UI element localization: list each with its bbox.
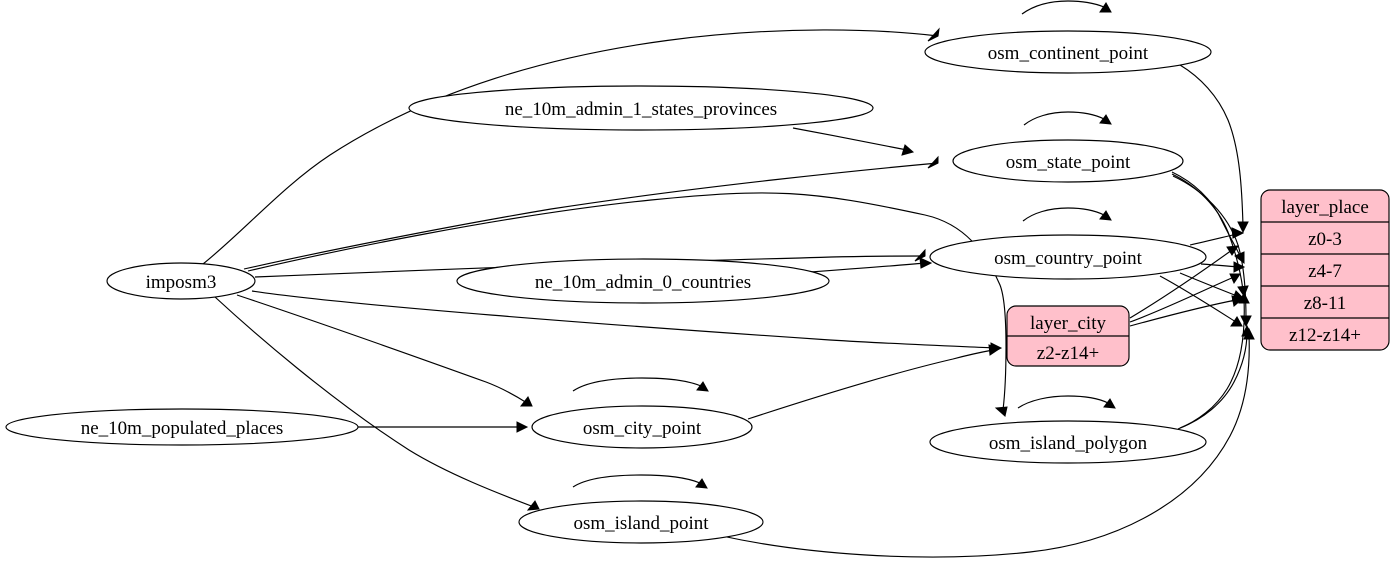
arrowhead [1231,227,1245,239]
edge-layer_city-to-layer_place-z8-11 [1129,299,1237,327]
node-osm_country_point[interactable]: osm_country_point [929,234,1207,280]
arrowhead [927,155,939,169]
node-label: ne_10m_populated_places [81,418,284,439]
arrowhead [1099,114,1112,125]
record-node-layer_city[interactable]: layer_city z2-z14+ [1006,305,1130,367]
node-label: osm_island_polygon [989,433,1148,454]
node-shape[interactable] [531,405,753,449]
edge-self-osm_island_point [572,474,701,488]
edge-osm_state_point-to-layer_place-z4-7 [1171,171,1242,259]
edge-imposm3-to-osm_city_point [236,294,528,404]
edge-osm_country_point-to-layer_place-z12-z14+ [1159,275,1237,323]
arrowhead [516,421,529,433]
node-ne_10m_admin_1_states_provinces[interactable]: ne_10m_admin_1_states_provinces [408,85,874,131]
edge-self-osm_state_point [1023,111,1105,126]
edge-osm_island_point-to-layer_place-z12-z14+ [721,334,1250,558]
edge-self-osm_country_point [1022,207,1105,222]
node-shape[interactable] [929,420,1207,464]
node-osm_island_polygon[interactable]: osm_island_polygon [929,420,1207,464]
node-label: osm_island_point [573,513,709,534]
edge-ne_10m_admin_0_countries-to-osm_country_point [809,262,926,273]
layer_place-row-z8-11[interactable]: z8-11 [1304,293,1347,314]
node-label: osm_country_point [994,248,1142,269]
arrowhead [1099,2,1112,13]
layer_place-row-z4-7[interactable]: z4-7 [1308,261,1342,282]
edge-imposm3-to-osm_island_polygon [247,192,1007,411]
edge-self-osm_city_point [572,377,702,392]
arrowhead [994,406,1008,417]
node-shape[interactable] [5,408,359,446]
node-shape[interactable] [106,262,256,300]
node-label: osm_continent_point [988,43,1149,64]
edge-layer_city-to-layer_place-z4-7 [1129,276,1235,323]
edge-ne_10m_admin_1_states_provinces-to-osm_state_point [792,127,908,151]
node-label: ne_10m_admin_1_states_provinces [505,99,777,120]
node-label: osm_state_point [1006,152,1131,173]
edge-osm_city_point-to-layer_city [747,349,994,420]
arrowhead [1237,221,1249,234]
arrowhead [695,478,708,489]
arrowhead [919,257,933,269]
node-ne_10m_admin_0_countries[interactable]: ne_10m_admin_0_countries [456,258,830,304]
edge-osm_country_point-to-layer_place-z0-3 [1189,233,1238,246]
layer_city-row-z2-z14plus[interactable]: z2-z14+ [1037,343,1099,364]
arrowhead [519,396,533,407]
arrowhead [1226,245,1239,256]
arrowhead [1230,316,1243,327]
node-osm_city_point[interactable]: osm_city_point [531,405,753,449]
arrowhead [1233,261,1246,273]
node-label: ne_10m_admin_0_countries [535,272,751,293]
arrowhead [1231,295,1244,307]
layer_place-row-z12-z14plus[interactable]: z12-z14+ [1289,325,1361,346]
node-ne_10m_populated_places[interactable]: ne_10m_populated_places [5,408,359,446]
edge-layer [202,0,1255,558]
edge-imposm3-to-osm_island_point [214,296,535,508]
edge-imposm3-to-osm_state_point [243,162,939,270]
layer_place-body[interactable] [1260,189,1390,351]
node-shape[interactable] [518,500,764,544]
arrowhead [1099,210,1112,221]
edge-osm_country_point-to-layer_place-z4-7 [1200,263,1239,268]
node-shape[interactable] [924,30,1212,74]
node-osm_continent_point[interactable]: osm_continent_point [924,30,1212,74]
record-node-layer_place[interactable]: layer_place z0-3 z4-7 z8-11 z12-z14+ [1260,189,1390,351]
arrowhead [1243,327,1255,340]
layer_city-header: layer_city [1030,313,1106,334]
layer_place-row-z0-3[interactable]: z0-3 [1308,229,1342,250]
edge-self-osm_continent_point [1021,0,1105,15]
arrowhead [901,144,915,156]
node-shape[interactable] [456,258,830,304]
edge-imposm3-to-osm_continent_point [202,29,939,265]
edge-osm_country_point-to-layer_place-z8-11 [1179,272,1238,297]
arrowhead [526,500,540,511]
arrowhead [1229,273,1241,285]
edge-layer_city-to-layer_place-z0-3 [1129,249,1233,319]
record-node-layer: layer_place z0-3 z4-7 z8-11 z12-z14+ lay… [1006,189,1390,367]
node-shape[interactable] [952,139,1184,183]
edge-osm_continent_point-to-layer_place-z0-3 [1179,64,1244,227]
layer_place-header: layer_place [1281,197,1369,218]
node-shape[interactable] [929,234,1207,280]
edge-self-osm_island_polygon [1017,395,1109,409]
node-layer: imposm3 ne_10m_populated_places ne_10m_a… [5,30,1212,544]
node-label: osm_city_point [583,418,702,439]
node-osm_island_point[interactable]: osm_island_point [518,500,764,544]
arrowhead [1240,315,1252,328]
node-osm_state_point[interactable]: osm_state_point [952,139,1184,183]
edge-imposm3-to-layer_city [251,290,996,349]
arrowhead [696,381,709,392]
arrowhead [988,344,1001,356]
node-label: imposm3 [146,272,217,293]
node-shape[interactable] [408,85,874,131]
edge-osm_island_polygon-to-layer_place-z12-z14+ [1179,331,1248,429]
arrowhead [1103,398,1116,409]
arrowhead [1238,291,1250,304]
node-imposm3[interactable]: imposm3 [106,262,256,300]
arrowhead [927,27,940,42]
